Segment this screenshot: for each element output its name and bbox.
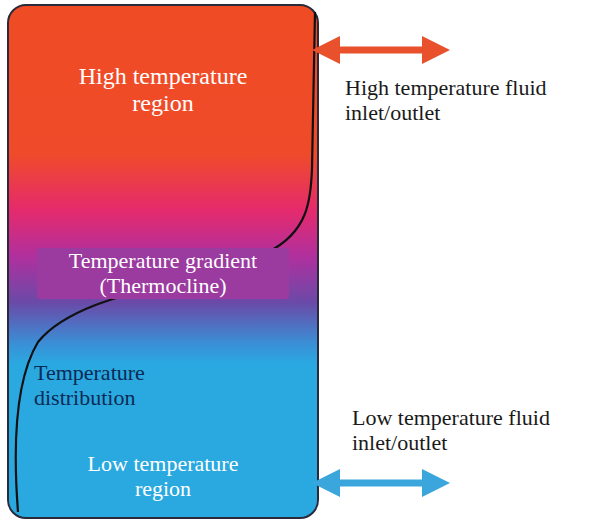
port-label-slot: Low temperature fluid inlet/outlet [352, 406, 562, 455]
hot-port-arrow [326, 47, 436, 54]
text-slot: High temperature region [8, 63, 318, 117]
cold-port-arrow [326, 480, 436, 487]
curve-label: Temperature distribution [34, 361, 194, 410]
storage-tank: High temperature regionTemperature gradi… [8, 5, 318, 518]
port-label-slot: High temperature fluid inlet/outlet [345, 76, 555, 125]
thermocline-label: Temperature gradient (Thermocline) [37, 248, 289, 299]
region-label: Low temperature region [63, 452, 263, 501]
port-label: High temperature fluid inlet/outlet [345, 76, 555, 125]
text-slot: Temperature distribution [34, 361, 194, 410]
tank-body [8, 5, 318, 518]
temperature-curve [16, 12, 315, 512]
region-label: High temperature region [63, 63, 263, 117]
text-slot: Temperature gradient (Thermocline) [8, 248, 318, 299]
text-slot: Low temperature region [8, 452, 318, 501]
port-label: Low temperature fluid inlet/outlet [352, 406, 562, 455]
